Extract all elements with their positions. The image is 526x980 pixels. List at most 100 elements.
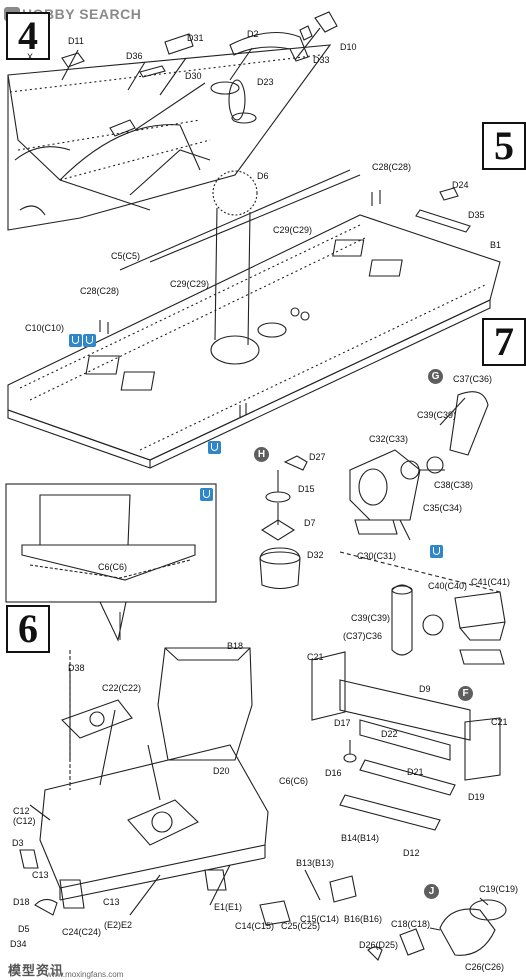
part-d22 (359, 719, 451, 761)
part-label: C29(C29) (273, 225, 313, 235)
part-label: D16 (325, 768, 342, 778)
part-label: D33 (313, 55, 330, 65)
part-label: C15(C14) (300, 914, 340, 924)
part-label: D2 (247, 29, 259, 39)
subassembly-marker-h: H (254, 447, 269, 462)
part-d9 (339, 679, 471, 741)
part-label: C22(C22) (102, 683, 142, 693)
part-d6-ring (212, 170, 258, 216)
glue-icon (208, 441, 221, 454)
glue-icon (69, 334, 82, 347)
step-number-6: 6 (6, 605, 50, 653)
part-label: X (27, 52, 34, 62)
part-d23-fan (210, 79, 257, 124)
glue-icon (83, 334, 96, 347)
part-b18 (157, 647, 253, 761)
part-c21-right (464, 717, 501, 781)
subassembly-marker-f: F (458, 686, 473, 701)
part-d24 (439, 187, 459, 201)
part-label: C35(C34) (423, 503, 463, 513)
part-label: C25(C25) (281, 921, 321, 931)
part-label: C29(C29) (170, 279, 210, 289)
part-label: B18 (227, 641, 244, 651)
part-d21 (359, 759, 456, 796)
part-c41 (454, 591, 506, 629)
part-d32 (259, 547, 301, 590)
part-c36 (391, 584, 413, 656)
part-d11 (61, 52, 85, 68)
part-label: D27 (309, 452, 326, 462)
part-label: D23 (257, 77, 274, 87)
part-c22 (60, 699, 133, 739)
part-label: D5 (18, 924, 30, 934)
part-d30 (109, 119, 136, 137)
footer-site-name: 模型资讯 (8, 964, 65, 979)
part-label: C24(C24) (62, 927, 102, 937)
footer-watermark: 模型资讯 www.moxingfans.com (0, 958, 200, 980)
part-c21-left (311, 651, 346, 721)
part-label: B16(B16) (344, 914, 383, 924)
part-label: D11 (68, 36, 84, 46)
part-label: D9 (419, 684, 431, 694)
part-label: C6(C6) (98, 562, 128, 572)
part-c5-rod (119, 169, 351, 271)
watermark-brand: HOBBY SEARCH (22, 6, 142, 22)
part-label: C38(C38) (434, 480, 474, 490)
glue-icon (200, 488, 213, 501)
part-label: B1 (490, 240, 502, 250)
part-label: D7 (304, 518, 316, 528)
part-label: C12 (13, 806, 30, 816)
part-label: D3 (12, 838, 24, 848)
part-label: C10(C10) (25, 323, 65, 333)
part-label: D31 (187, 33, 204, 43)
part-label: C32(C33) (369, 434, 409, 444)
part-label: (C12) (13, 816, 36, 826)
part-label: E1(E1) (214, 902, 243, 912)
part-label: B13(B13) (296, 858, 335, 868)
step-number-7: 7 (482, 318, 526, 366)
part-label: D6 (257, 171, 269, 181)
part-label: C13 (32, 870, 49, 880)
part-c26 (439, 908, 496, 956)
part-label: C40(C40) (428, 581, 468, 591)
part-label: D22 (381, 729, 398, 739)
part-label: D20 (213, 766, 230, 776)
part-d31 (164, 33, 194, 55)
inset-box (5, 483, 217, 603)
part-label: C19(C19) (479, 884, 519, 894)
part-d27 (283, 455, 308, 471)
part-label: D36 (126, 51, 143, 61)
part-label: C21 (491, 717, 508, 727)
part-label: D30 (185, 71, 202, 81)
part-label: C28(C28) (80, 286, 120, 296)
part-label: D12 (403, 848, 420, 858)
part-label: C37(C36) (453, 374, 493, 384)
part-label: (C37)C36 (343, 631, 383, 641)
upper-hull-rear (7, 44, 332, 231)
part-c30 (354, 519, 398, 535)
part-label: C39(C39) (417, 410, 457, 420)
part-label: D26(D25) (359, 940, 399, 950)
step-number-5: 5 (482, 122, 526, 170)
part-d36 (139, 65, 166, 78)
subassembly-marker-j: J (424, 884, 439, 899)
part-label: D15 (298, 484, 315, 494)
part-c32 (349, 449, 421, 521)
part-label: C30(C31) (357, 551, 397, 561)
part-label: C28(C28) (372, 162, 412, 172)
part-label: D34 (10, 939, 27, 949)
part-label: D17 (334, 718, 351, 728)
part-d33 (299, 25, 313, 41)
part-d7 (260, 519, 296, 541)
glue-icon (430, 545, 443, 558)
part-label: C13 (103, 897, 120, 907)
part-label: D19 (468, 792, 485, 802)
part-label: D21 (407, 767, 424, 777)
part-label: C41(C41) (471, 577, 511, 587)
part-label: C39(C39) (351, 613, 391, 623)
part-label: C5(C5) (111, 251, 141, 261)
part-label: B14(B14) (341, 833, 380, 843)
part-label: C14(C15) (235, 921, 275, 931)
part-d2 (229, 32, 309, 62)
